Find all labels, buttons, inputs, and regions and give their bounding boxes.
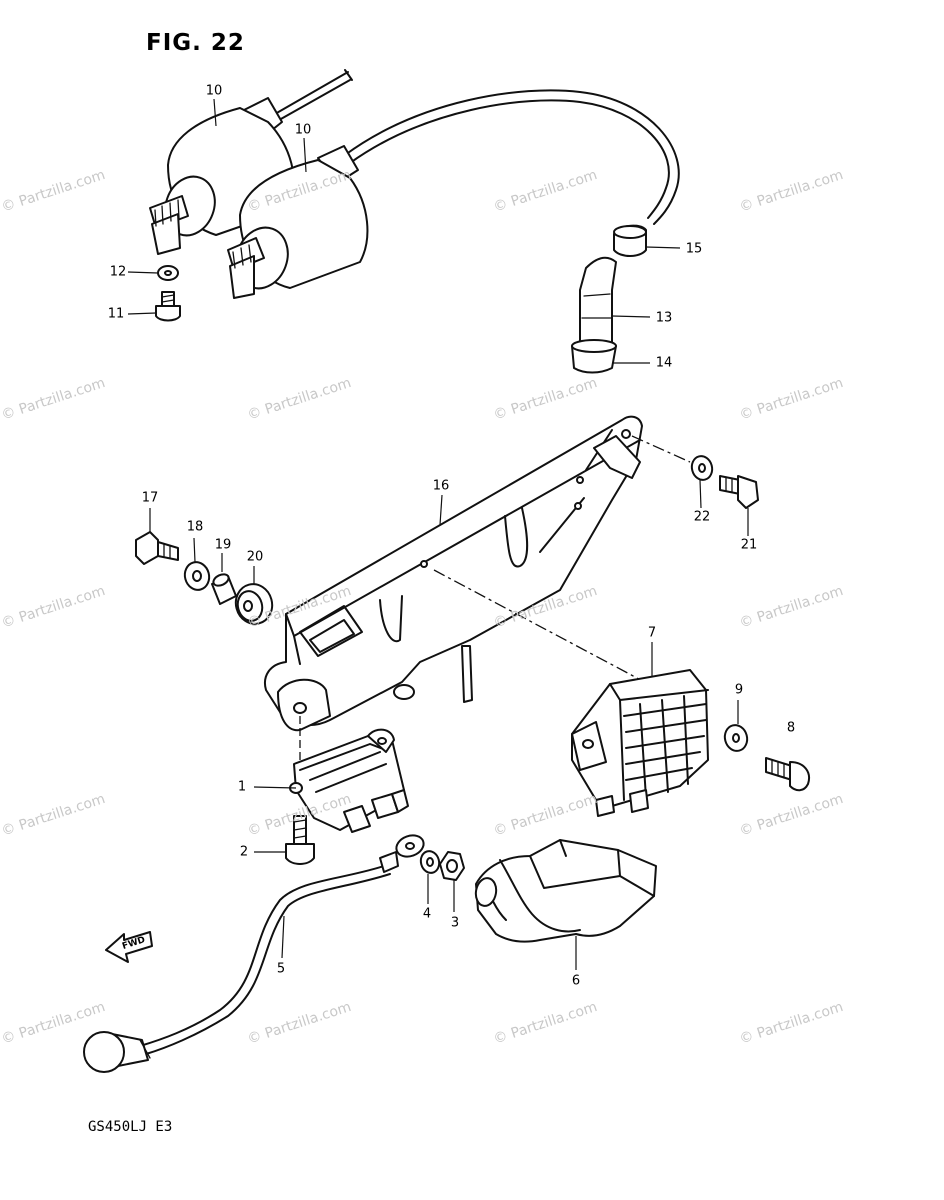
ignition-coil-front <box>227 89 680 299</box>
callout-8: 8 <box>786 720 796 736</box>
washer-9 <box>723 724 749 752</box>
callout-17: 17 <box>141 490 159 506</box>
callout-1: 1 <box>237 779 247 795</box>
callout-4: 4 <box>422 906 432 922</box>
callout-13: 13 <box>655 310 673 326</box>
callout-5: 5 <box>276 961 286 977</box>
lead-wire-5 <box>83 834 425 1073</box>
figure-title: FIG. 22 <box>146 30 245 56</box>
mounting-bracket-16 <box>264 415 643 732</box>
washer-4 <box>419 850 441 874</box>
regulator-rectifier-7 <box>571 669 709 817</box>
callout-10-front: 10 <box>294 122 312 138</box>
cushion-20 <box>234 583 274 625</box>
screw-8 <box>765 757 810 792</box>
callout-11: 11 <box>107 306 125 322</box>
callout-9: 9 <box>734 682 744 698</box>
callout-10-rear: 10 <box>205 83 223 99</box>
ignition-coil-rear <box>149 69 353 255</box>
screw-2 <box>285 815 315 865</box>
igniter-1 <box>289 728 409 833</box>
callout-16: 16 <box>432 478 450 494</box>
washer-18 <box>183 561 211 591</box>
leader-lines <box>127 98 749 970</box>
model-code: GS450LJ E3 <box>88 1119 173 1135</box>
callout-14: 14 <box>655 355 673 371</box>
callout-12: 12 <box>109 264 127 280</box>
collar-19 <box>211 573 237 605</box>
bolt-21 <box>719 475 759 509</box>
callout-20: 20 <box>246 549 264 565</box>
callout-18: 18 <box>186 519 204 535</box>
bolt-17 <box>135 531 179 565</box>
forward-direction-arrow <box>105 931 153 963</box>
callout-19: 19 <box>214 537 232 553</box>
plug-cap-13 <box>579 256 617 347</box>
callout-7: 7 <box>647 625 657 641</box>
nut-3 <box>439 851 465 881</box>
cap-15 <box>613 224 647 257</box>
callout-2: 2 <box>239 844 249 860</box>
screw-11 <box>155 291 181 322</box>
callout-3: 3 <box>450 915 460 931</box>
callout-6: 6 <box>571 973 581 989</box>
plug-cover-14 <box>571 339 617 374</box>
callout-15: 15 <box>685 241 703 257</box>
callout-22: 22 <box>693 509 711 525</box>
callout-21: 21 <box>740 537 758 553</box>
cover-6 <box>474 839 657 943</box>
washer-22 <box>690 455 714 481</box>
